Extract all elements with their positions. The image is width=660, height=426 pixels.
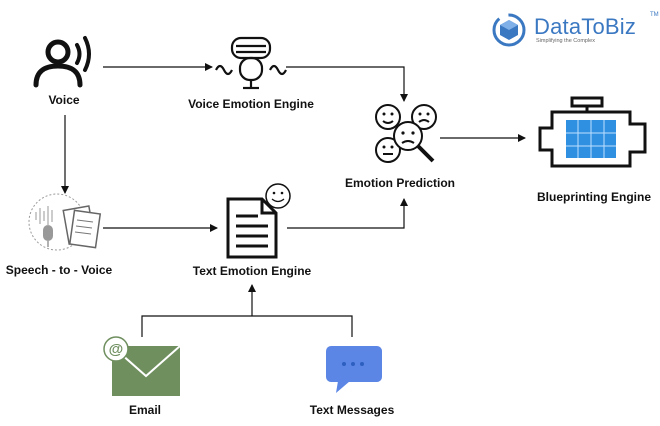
node-label-email: Email — [128, 403, 162, 417]
faces-magnifier-icon — [375, 104, 437, 163]
envelope-at-icon: @ — [103, 336, 181, 396]
node-label-voice: Voice — [48, 93, 80, 107]
mic-to-document-icon — [28, 193, 102, 251]
node-label-text-engine: Text Emotion Engine — [192, 264, 312, 278]
logo-tagline: Simplifying the Complex — [536, 38, 595, 44]
document-smiley-icon — [226, 183, 291, 259]
voice-waveform-mic-icon — [215, 36, 287, 90]
node-label-blueprinting: Blueprinting Engine — [537, 190, 651, 204]
speaking-person-icon — [33, 36, 91, 88]
node-label-text-messages: Text Messages — [309, 403, 395, 417]
arrow-voice-engine-to-prediction — [286, 66, 408, 102]
chat-bubble-icon — [326, 346, 382, 393]
logo-name: DataToBiz — [534, 14, 637, 39]
svg-text:@: @ — [109, 341, 124, 358]
engine-icon — [538, 96, 647, 168]
datatobiz-logo-icon — [492, 13, 526, 47]
connectors — [61, 63, 526, 337]
logo-trademark: TM — [650, 12, 659, 18]
node-label-emotion-prediction: Emotion Prediction — [344, 176, 456, 190]
arrow-text-engine-to-prediction — [287, 198, 408, 229]
node-label-voice-engine: Voice Emotion Engine — [188, 97, 314, 111]
brand-logo: DataToBiz TM Simplifying the Complex — [490, 10, 659, 50]
arrow-sources-to-text-engine — [141, 285, 353, 337]
node-label-speech-to-voice: Speech - to - Voice — [5, 263, 113, 277]
